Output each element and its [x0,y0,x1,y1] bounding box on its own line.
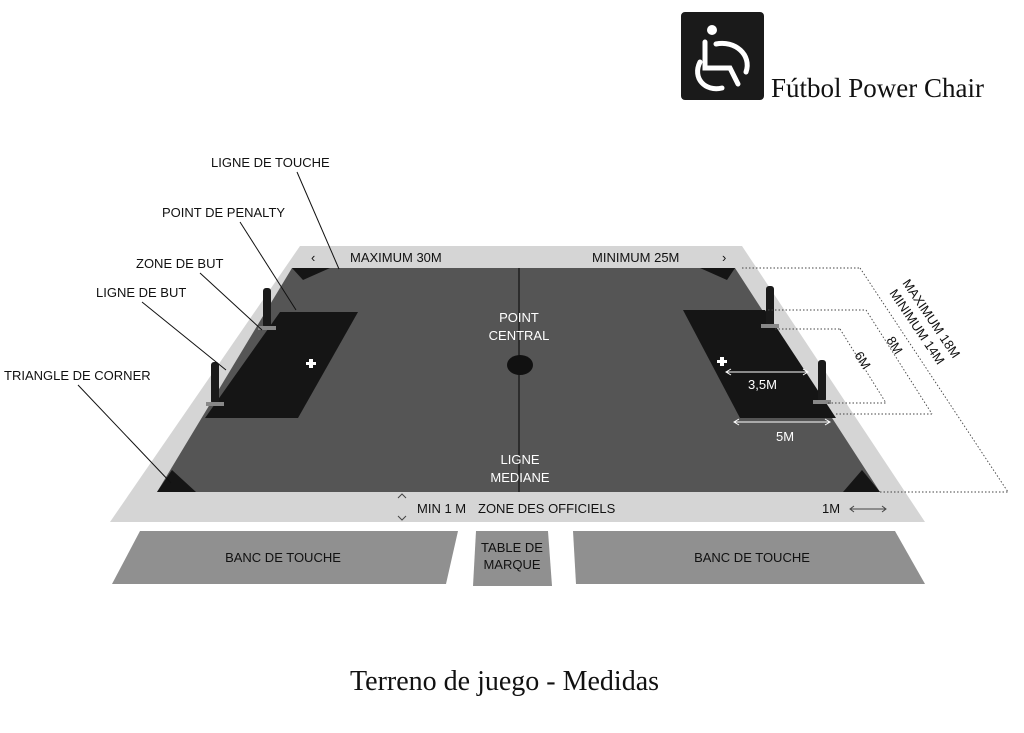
point-de-penalty-leader [239,221,297,311]
ligne-de-touche-leader [296,171,340,270]
caption: Terreno de juego - Medidas [350,666,659,697]
goal-posts-left [206,288,276,406]
area-width-label: 5M [776,429,794,444]
max-length-label: MAXIMUM 30M [350,250,442,265]
penalty-mark-right [717,357,727,366]
point-central-label-2: CENTRAL [489,328,550,343]
logo-background [681,12,764,100]
zone-de-but-leader [199,272,263,331]
goal-area-left [205,312,358,418]
corner-triangle-tr [700,268,735,280]
penalty-mark-left [306,359,316,368]
scorer-table [473,531,552,586]
ligne-de-but-label: LIGNE DE BUT [96,285,186,300]
one-m-label: 1M [822,501,840,516]
dim-area-width [733,418,831,426]
arrow-right-length: › [722,250,726,265]
bench-left-label: BANC DE TOUCHE [225,550,341,565]
corner-triangle-tl [292,268,330,280]
arrow-left-length: ‹ [311,250,315,265]
ligne-mediane-label-2: MEDIANE [490,470,550,485]
goal-area-right [683,310,836,418]
min-1m-arrows [397,493,407,521]
brand-logo [681,12,764,100]
brand-name: Fútbol Power Chair [771,73,984,103]
point-de-penalty-label: POINT DE PENALTY [162,205,285,220]
wheelchair-logo-icon [695,25,750,92]
dim-6m-label: 6M [851,349,873,372]
min-length-label: MINIMUM 25M [592,250,679,265]
ligne-de-but-leader [141,301,227,371]
point-central-label-1: POINT [499,310,539,325]
ligne-mediane-label-1: LIGNE [500,452,539,467]
dim-lines-right [742,267,1009,493]
dim-goal-width [725,368,809,376]
zone-de-but-label: ZONE DE BUT [136,256,223,271]
ligne-de-touche-label: LIGNE DE TOUCHE [211,155,330,170]
center-spot [507,355,533,375]
goal-width-label: 3,5M [748,377,777,392]
table-label-2: MARQUE [483,557,540,572]
bench-right-label: BANC DE TOUCHE [694,550,810,565]
bench-left [112,531,458,584]
corner-triangle-br [843,470,880,492]
min-1m-label: MIN 1 M [417,501,466,516]
one-m-arrow [849,505,887,513]
dim-8m-label: 8M [883,334,905,357]
goal-posts-right [761,286,831,404]
zone-officiels-label: ZONE DES OFFICIELS [478,501,616,516]
table-label-1: TABLE DE [481,540,543,555]
bench-right [573,531,925,584]
triangle-de-corner-leader [77,384,172,484]
triangle-de-corner-label: TRIANGLE DE CORNER [4,368,151,383]
corner-triangle-bl [157,470,196,492]
